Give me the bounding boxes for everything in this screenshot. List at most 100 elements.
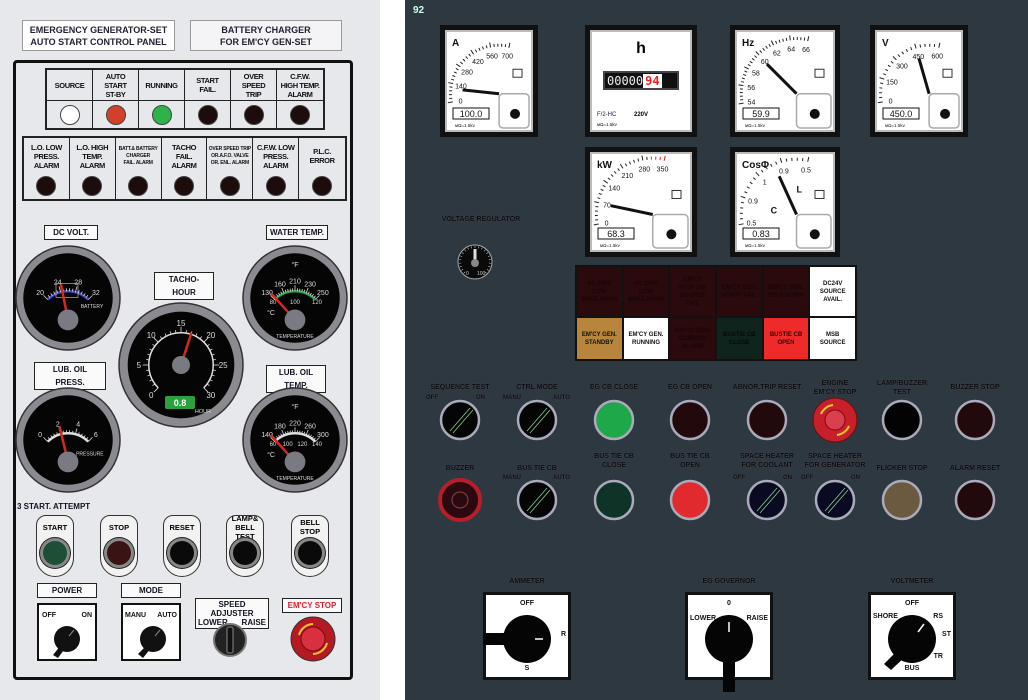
push-button-flicker-stop[interactable] bbox=[878, 476, 926, 524]
selector-switch-space-heater-for-generator[interactable] bbox=[811, 476, 859, 524]
meter-tick-label: 140 bbox=[455, 83, 467, 90]
switch-position-top: 0 bbox=[727, 600, 731, 607]
meter-needle bbox=[462, 88, 500, 96]
meter-tick bbox=[919, 44, 922, 48]
speed-adjuster-knob[interactable] bbox=[212, 622, 248, 658]
selector-switch-ctrl-mode[interactable] bbox=[513, 396, 561, 444]
gauge-tick bbox=[303, 431, 306, 435]
meter-tick bbox=[452, 75, 456, 78]
gauge-tick bbox=[147, 374, 151, 377]
alarm-lamp-cell: P.L.C. ERROR bbox=[299, 138, 345, 199]
gauge-tick bbox=[85, 437, 89, 440]
rotary-switch-handle-icon bbox=[884, 615, 936, 670]
push-button-lamp-bell-test[interactable]: LAMP& BELL TEST bbox=[226, 514, 264, 577]
status-lamp-cell: START FAIL. bbox=[185, 70, 231, 128]
gauge-tick bbox=[153, 387, 159, 393]
gauge-tick bbox=[149, 348, 153, 351]
rotary-switch-handle-icon bbox=[705, 615, 753, 692]
estop-center bbox=[824, 409, 846, 431]
meter-display bbox=[742, 227, 780, 240]
selector-switch-space-heater-for-coolant[interactable] bbox=[743, 476, 791, 524]
emergency-generator-panel: EMERGENCY GENERATOR-SET AUTO START CONTR… bbox=[0, 0, 380, 700]
meter-display-value: 450.0 bbox=[890, 109, 913, 119]
power-label: POWER bbox=[37, 583, 97, 598]
gauge-tick bbox=[50, 435, 53, 439]
button-cap bbox=[230, 538, 260, 568]
meter-tick bbox=[593, 223, 599, 226]
push-button-reset[interactable]: RESET bbox=[163, 515, 201, 577]
status-lamp-cell: RUNNING bbox=[139, 70, 185, 128]
emergency-stop-button[interactable] bbox=[289, 615, 337, 663]
push-button-buzzer[interactable] bbox=[436, 476, 484, 524]
switch-position-bottom-right: TR bbox=[933, 653, 943, 660]
gauge-tick-label: 20 bbox=[206, 331, 215, 340]
gauge-scale-arc bbox=[273, 432, 317, 443]
gauge-tick bbox=[314, 437, 320, 442]
meter-tick-label: 54 bbox=[748, 100, 756, 107]
gauge-tick bbox=[270, 295, 276, 300]
gauge-tick bbox=[164, 333, 167, 337]
meter-tick bbox=[465, 56, 469, 59]
button-cap bbox=[881, 479, 923, 521]
button-label: BUZZER bbox=[445, 465, 475, 472]
push-button-bus-tie-cb-close[interactable] bbox=[590, 476, 638, 524]
rotary-knob-icon bbox=[138, 626, 166, 658]
meter-tick bbox=[755, 51, 760, 56]
meter-needle bbox=[917, 58, 931, 95]
gauge-inner-tick-label: 120 bbox=[297, 442, 308, 448]
gauge-tick bbox=[314, 295, 320, 300]
button-label: EG CB CLOSE bbox=[589, 384, 639, 391]
knob-tick bbox=[461, 252, 464, 255]
alarm-lamp-cell: TACHO FAIL. ALARM bbox=[162, 138, 208, 199]
selector-left-label: OFF bbox=[733, 475, 745, 481]
selector-right-label: AUTO bbox=[553, 395, 570, 401]
meter-tick bbox=[455, 68, 459, 71]
push-button-lamp-buzzer-test[interactable] bbox=[878, 396, 926, 444]
buzzer-icon bbox=[438, 478, 482, 522]
gauge-tick bbox=[56, 432, 59, 436]
push-button-alarm-reset[interactable] bbox=[951, 476, 999, 524]
hour-display-unit: HOUR bbox=[195, 409, 211, 415]
knob-tick bbox=[487, 255, 490, 257]
selector-switch-sequence-test[interactable] bbox=[436, 396, 484, 444]
gauge-tick bbox=[311, 294, 314, 297]
push-button-eg-cb-open[interactable] bbox=[666, 396, 714, 444]
gauge-tick bbox=[43, 437, 49, 442]
mode-switch[interactable]: MANU AUTO bbox=[121, 603, 181, 661]
gauge-face bbox=[23, 395, 113, 485]
gauge-tick bbox=[280, 433, 283, 437]
push-button-buzzer-stop[interactable] bbox=[951, 396, 999, 444]
push-button-start[interactable]: START bbox=[36, 515, 74, 577]
push-button-bus-tie-cb-open[interactable] bbox=[666, 476, 714, 524]
emergency-stop-engine-em-cy-stop[interactable] bbox=[811, 396, 859, 444]
meter-tick bbox=[489, 42, 492, 48]
meter-tick bbox=[755, 171, 760, 177]
power-switch[interactable]: OFF ON bbox=[37, 603, 97, 661]
gauge-tick-label: 0 bbox=[149, 391, 154, 400]
annunciator-window: BUSTIE CB OPEN bbox=[763, 318, 809, 359]
push-button-eg-cb-close[interactable] bbox=[590, 396, 638, 444]
lamp-label: BATT.& BATTERY CHARGER FAIL. ALARM bbox=[118, 145, 158, 166]
gauge-tick bbox=[85, 295, 89, 298]
gauge-tick-label: 220 bbox=[289, 420, 301, 427]
indicator-lamp bbox=[36, 176, 57, 196]
gauge-tick bbox=[301, 289, 303, 293]
meter-footnote: мΩ=1.5kv bbox=[745, 123, 766, 128]
gauge-tick bbox=[307, 291, 310, 295]
selector-switch-bus-tie-cb[interactable] bbox=[513, 476, 561, 524]
indicator-lamp bbox=[219, 176, 240, 196]
push-button-stop[interactable]: STOP bbox=[100, 515, 138, 577]
switch-knob bbox=[705, 615, 753, 663]
switch-position-bottom: S bbox=[524, 665, 530, 672]
push-button-bell-stop[interactable]: BELL STOP bbox=[291, 515, 329, 577]
meter-tick bbox=[451, 78, 455, 81]
button-cap bbox=[104, 538, 134, 568]
switch-pointer bbox=[884, 650, 906, 670]
push-button-abnor-trip-reset[interactable] bbox=[743, 396, 791, 444]
